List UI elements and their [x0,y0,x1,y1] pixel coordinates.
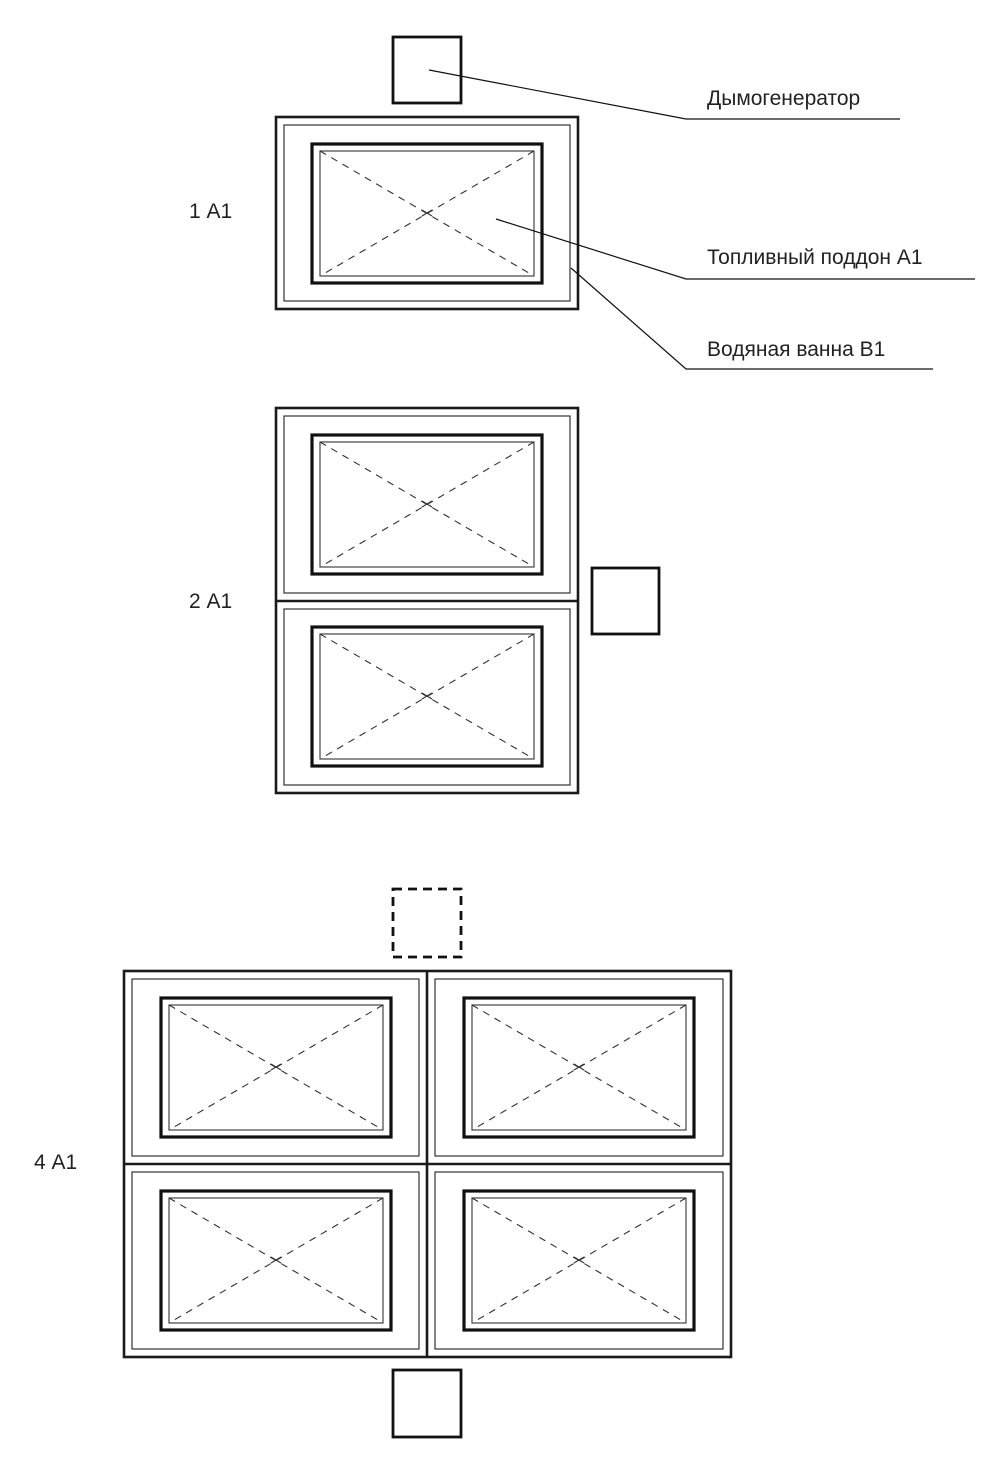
pan-unit [274,115,580,311]
smoke-generator-box [590,566,661,636]
center-mark [573,1063,585,1071]
smoke-generator-leader [428,69,900,120]
smoke-generator-box [391,35,463,105]
configuration-4: 4 А1 [34,887,733,1439]
fuel-tray-inner-wall [168,1197,384,1324]
center-mark [421,209,433,217]
pan-unit [283,608,571,786]
fuel-tray-inner-wall [168,1004,384,1131]
water-bath-leader [570,267,933,370]
configuration-label: 4 А1 [34,1151,77,1174]
water-bath-outer-wall [274,115,580,311]
center-mark [270,1063,282,1071]
pan-unit [283,415,571,594]
fuel-tray-outer-wall [159,996,393,1139]
fuel-tray-inner-wall [471,1004,687,1131]
fuel-tray-outer-wall [159,1189,393,1332]
center-mark [421,692,433,700]
water-bath-inner-wall [434,978,724,1157]
fuel-tray-outer-wall [462,996,696,1139]
fuel-tray-leader [495,218,975,280]
configuration-2: 2 А1 [189,406,661,795]
fuel-tray-outer-wall [310,433,544,576]
fuel-tray-outer-wall [310,625,544,768]
configuration-label: 1 А1 [189,200,232,223]
water-bath-inner-wall [131,978,420,1157]
water-bath-inner-wall [434,1171,724,1350]
configuration-label: 2 А1 [189,590,232,613]
pan-unit [131,1171,420,1350]
fuel-tray-outer-wall [310,142,544,285]
fuel-tray-inner-wall [319,633,535,760]
fuel-tray-label: Топливный поддон А1 [707,246,923,269]
pan-unit [131,978,420,1157]
smoke-generator-label: Дымогенератор [707,87,860,110]
center-mark [573,1256,585,1264]
water-bath-inner-wall [283,415,571,594]
fuel-tray-outer-wall [462,1189,696,1332]
fuel-tray-inner-wall [319,150,535,277]
water-bath-label: Водяная ванна В1 [707,338,885,361]
water-bath-inner-wall [283,124,571,302]
center-mark [270,1256,282,1264]
configuration-1: 1 А1 Дымогенератор Топливный поддон А1 В… [189,35,975,370]
fuel-tray-inner-wall [471,1197,687,1324]
pan-unit [434,978,724,1157]
pan-unit [434,1171,724,1350]
water-bath-inner-wall [131,1171,420,1350]
smoke-generator-box [391,1368,463,1439]
smoke-generator-box-optional [391,887,463,959]
water-bath-inner-wall [283,608,571,786]
center-mark [421,500,433,508]
fuel-tray-inner-wall [319,441,535,568]
